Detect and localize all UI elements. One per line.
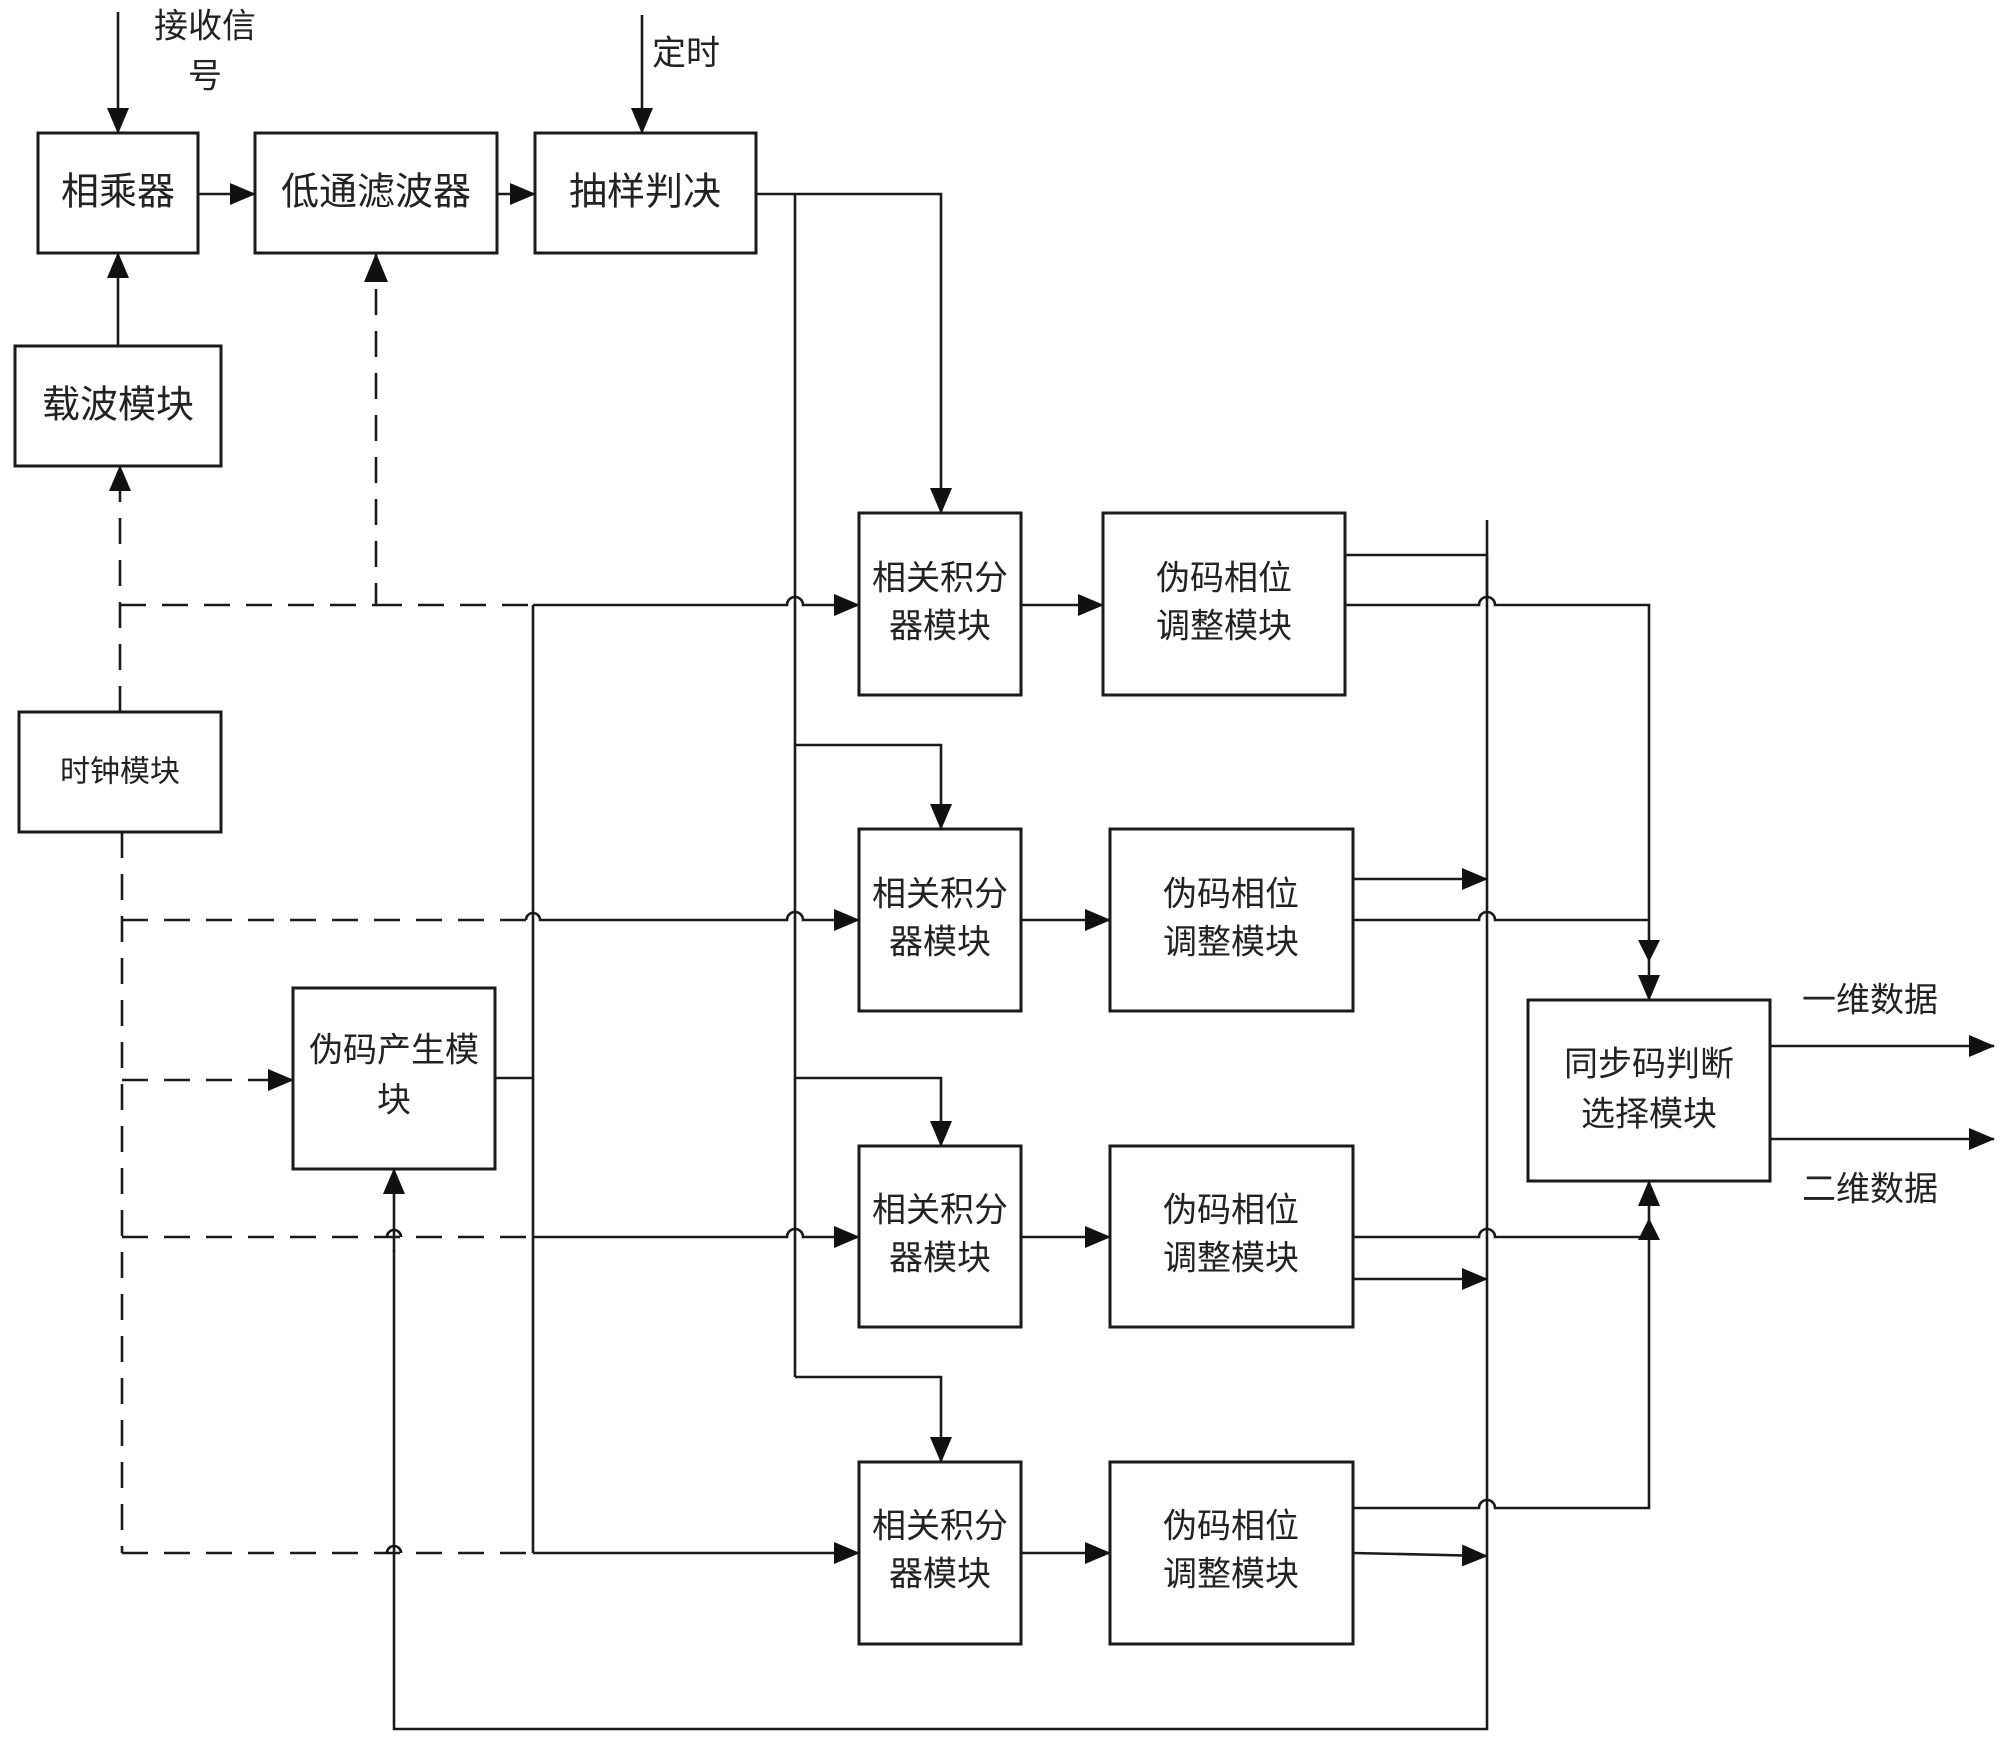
correlator-1[interactable]: 相关积分 器模块 bbox=[857, 511, 1023, 697]
clock-module-label: 时钟模块 bbox=[60, 755, 180, 790]
pn-generator-block[interactable]: 伪码产生模 块 bbox=[291, 986, 497, 1171]
phase-adjuster-4[interactable]: 伪码相位 调整模块 bbox=[1108, 1460, 1355, 1646]
lowpass-filter-block[interactable]: 低通滤波器 bbox=[253, 131, 499, 255]
phase4-to-sync bbox=[1353, 1222, 1651, 1510]
phase-adjuster-2-label-1: 伪码相位 bbox=[1163, 875, 1299, 915]
sample-decision-block[interactable]: 抽样判决 bbox=[533, 131, 758, 255]
sync-selector-label-2: 选择模块 bbox=[1581, 1095, 1717, 1135]
correlator-3[interactable]: 相关积分 器模块 bbox=[857, 1144, 1023, 1329]
feedback-loop bbox=[392, 520, 1489, 1731]
feed-corr1 bbox=[533, 594, 860, 616]
timing-label: 定时 bbox=[652, 34, 720, 74]
phase1-feedback bbox=[1345, 553, 1489, 600]
sampler-to-corr2 bbox=[795, 743, 952, 830]
sampler-out-line bbox=[756, 192, 952, 514]
received-signal-label-1: 接收信 bbox=[154, 7, 256, 47]
correlator-3-label-2: 器模块 bbox=[889, 1239, 991, 1279]
phase-adjuster-3[interactable]: 伪码相位 调整模块 bbox=[1108, 1144, 1355, 1329]
phase-adjuster-2-label-2: 调整模块 bbox=[1163, 923, 1299, 963]
feed-corr3 bbox=[533, 1226, 860, 1248]
phase-adjuster-2[interactable]: 伪码相位 调整模块 bbox=[1108, 827, 1355, 1013]
phase-adjuster-3-label-2: 调整模块 bbox=[1163, 1239, 1299, 1279]
correlator-2-label-1: 相关积分 bbox=[872, 875, 1008, 915]
correlator-3-label-1: 相关积分 bbox=[872, 1191, 1008, 1231]
phase2-to-sync bbox=[1353, 910, 1649, 922]
lpf-clock-arrowhead bbox=[364, 253, 388, 282]
correlator-2[interactable]: 相关积分 器模块 bbox=[857, 827, 1023, 1013]
phase-adjuster-3-label-1: 伪码相位 bbox=[1163, 1191, 1299, 1231]
phase-adjuster-4-label-1: 伪码相位 bbox=[1163, 1507, 1299, 1547]
phase-adjuster-1-label-1: 伪码相位 bbox=[1156, 559, 1292, 599]
one-dim-label: 一维数据 bbox=[1802, 981, 1938, 1021]
phase-adjuster-4-label-2: 调整模块 bbox=[1163, 1555, 1299, 1595]
phase-adjuster-1-label-2: 调整模块 bbox=[1156, 607, 1292, 647]
correlator-2-label-2: 器模块 bbox=[889, 923, 991, 963]
two-dim-label: 二维数据 bbox=[1802, 1170, 1938, 1210]
lowpass-filter-label: 低通滤波器 bbox=[281, 170, 471, 214]
correlator-4-label-2: 器模块 bbox=[889, 1555, 991, 1595]
sample-decision-label: 抽样判决 bbox=[569, 170, 721, 214]
hop-pn-row3 bbox=[385, 1228, 403, 1238]
sync-bottom-arrowhead-2 bbox=[1638, 1218, 1660, 1240]
sampler-to-corr3 bbox=[795, 1076, 952, 1147]
carrier-module-block[interactable]: 载波模块 bbox=[13, 344, 223, 468]
phase1-to-sync bbox=[1345, 595, 1651, 960]
multiplier-block[interactable]: 相乘器 bbox=[36, 131, 200, 255]
received-signal-label-2: 号 bbox=[188, 57, 222, 97]
phase4-feedback bbox=[1352, 1544, 1488, 1567]
correlator-4-label-1: 相关积分 bbox=[872, 1507, 1008, 1547]
pn-generator-label-1: 伪码产生模 bbox=[309, 1031, 479, 1071]
sync-selector-label-1: 同步码判断 bbox=[1564, 1045, 1734, 1085]
feed-corr2 bbox=[524, 909, 860, 931]
sync-selector-block[interactable]: 同步码判断 选择模块 bbox=[1526, 998, 1772, 1183]
correlator-1-label-2: 器模块 bbox=[889, 607, 991, 647]
correlator-4[interactable]: 相关积分 器模块 bbox=[857, 1460, 1023, 1646]
carrier-module-label: 载波模块 bbox=[42, 383, 194, 427]
pn-generator-label-2: 块 bbox=[377, 1081, 411, 1121]
clock-module-block[interactable]: 时钟模块 bbox=[17, 710, 223, 834]
sampler-to-corr4 bbox=[795, 1375, 952, 1463]
phase-adjuster-1[interactable]: 伪码相位 调整模块 bbox=[1101, 511, 1347, 697]
multiplier-label: 相乘器 bbox=[61, 170, 175, 214]
hop-pn-row4 bbox=[385, 1544, 403, 1554]
correlator-1-label-1: 相关积分 bbox=[872, 559, 1008, 599]
phase3-to-sync bbox=[1353, 1227, 1649, 1239]
sync-top-arrowhead-1 bbox=[1638, 940, 1660, 962]
